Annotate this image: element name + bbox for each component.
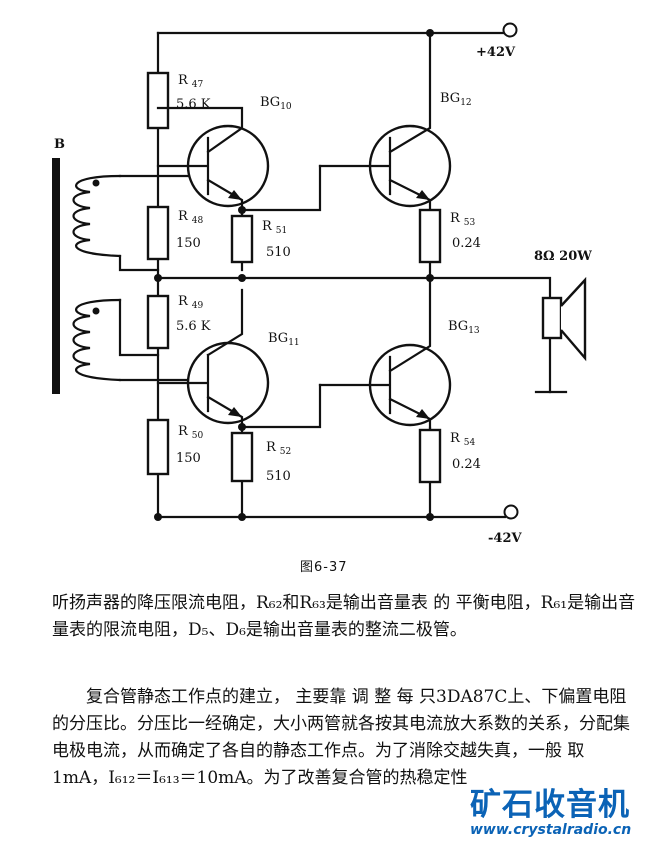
winding-dot-bottom xyxy=(92,307,100,315)
bg13-label: BG13 xyxy=(448,319,480,336)
bg11-emitter-arrow xyxy=(228,407,242,417)
bg10-label: BG10 xyxy=(260,95,292,112)
bg12-label: BG12 xyxy=(440,91,472,108)
watermark-logo-text: 矿石收音机 xyxy=(469,787,630,823)
r52-value: 510 xyxy=(266,469,291,484)
r48-resistor xyxy=(146,205,170,261)
r53-resistor xyxy=(418,208,442,264)
winding-dot-top xyxy=(92,179,100,187)
r51-value: 510 xyxy=(266,245,291,260)
site-watermark: 矿石收音机 www.crystalradio.cn xyxy=(469,787,640,848)
transformer-leads xyxy=(118,174,202,382)
output-node-wire xyxy=(156,276,552,394)
bg13-emitter-arrow xyxy=(416,409,430,419)
body-paragraph-2: 复合管静态工作点的建立， 主要靠 调 整 每 只3DA87C上、下偏置电阻的分压… xyxy=(52,687,630,788)
speaker-cone xyxy=(560,276,587,362)
r49-resistor xyxy=(146,294,170,350)
transformer-winding-bottom xyxy=(72,298,122,382)
transformer-winding-top xyxy=(72,174,122,258)
r54-resistor xyxy=(418,428,442,484)
negative-supply-label: -42V xyxy=(488,531,522,546)
r49-value: 5.6 K xyxy=(176,319,211,334)
r50-resistor xyxy=(146,418,170,476)
speaker-label: 8Ω 20W xyxy=(534,249,592,264)
r53-value: 0.24 xyxy=(452,236,481,251)
positive-supply-label: +42V xyxy=(476,45,516,60)
r54-value: 0.24 xyxy=(452,457,481,472)
watermark-url: www.crystalradio.cn xyxy=(470,822,632,838)
negative-terminal xyxy=(503,504,519,520)
bg12-emitter-arrow xyxy=(416,190,430,200)
r50-value: 150 xyxy=(176,451,201,466)
r51-resistor xyxy=(230,214,254,264)
transformer-core xyxy=(52,158,60,394)
r47-resistor xyxy=(146,71,170,130)
speaker-symbol xyxy=(541,296,563,340)
body-paragraph-1: 听扬声器的降压限流电阻，R₆₂和R₆₃是输出音量表 的 平衡电阻，R₆₁是输出音… xyxy=(52,593,636,640)
positive-terminal xyxy=(502,22,518,38)
bg11-label: BG11 xyxy=(268,331,300,348)
r52-resistor xyxy=(230,431,254,483)
r48-value: 150 xyxy=(176,236,201,251)
r47-value: 5.6 K xyxy=(176,97,211,112)
bg10-emitter-arrow xyxy=(228,190,242,200)
figure-caption: 图6-37 xyxy=(300,560,348,575)
transformer-label: B xyxy=(54,137,65,152)
